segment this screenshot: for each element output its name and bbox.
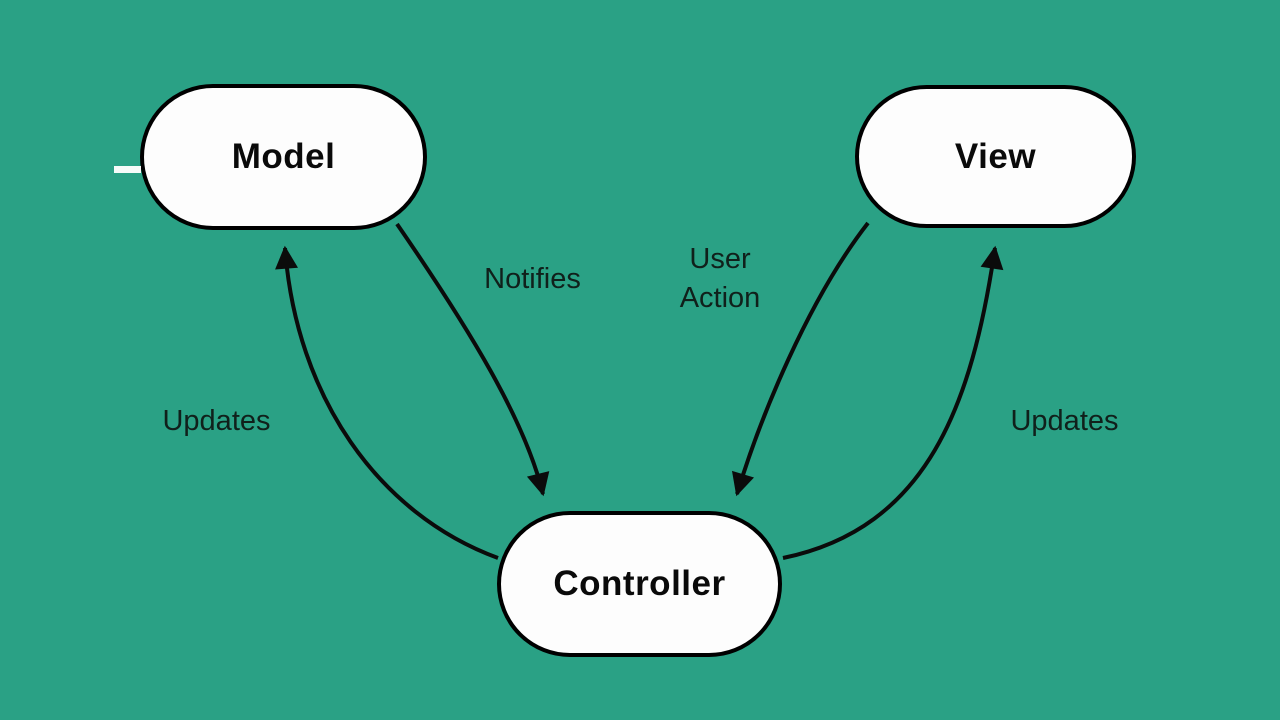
node-view: View: [855, 85, 1136, 228]
edge-controller-to-view: [782, 245, 1004, 560]
node-controller: Controller: [497, 511, 782, 657]
edge-label-notifies: Notifies: [484, 263, 581, 295]
node-controller-label: Controller: [553, 564, 726, 603]
cursor-dash-artifact: [114, 166, 141, 173]
edge-label-updates-left: Updates: [162, 405, 271, 437]
edge-label-user-action: User Action: [679, 243, 761, 314]
node-model-label: Model: [231, 137, 336, 176]
node-view-label: View: [954, 136, 1037, 176]
node-model: Model: [140, 84, 427, 230]
edge-label-updates-right: Updates: [1010, 405, 1119, 437]
